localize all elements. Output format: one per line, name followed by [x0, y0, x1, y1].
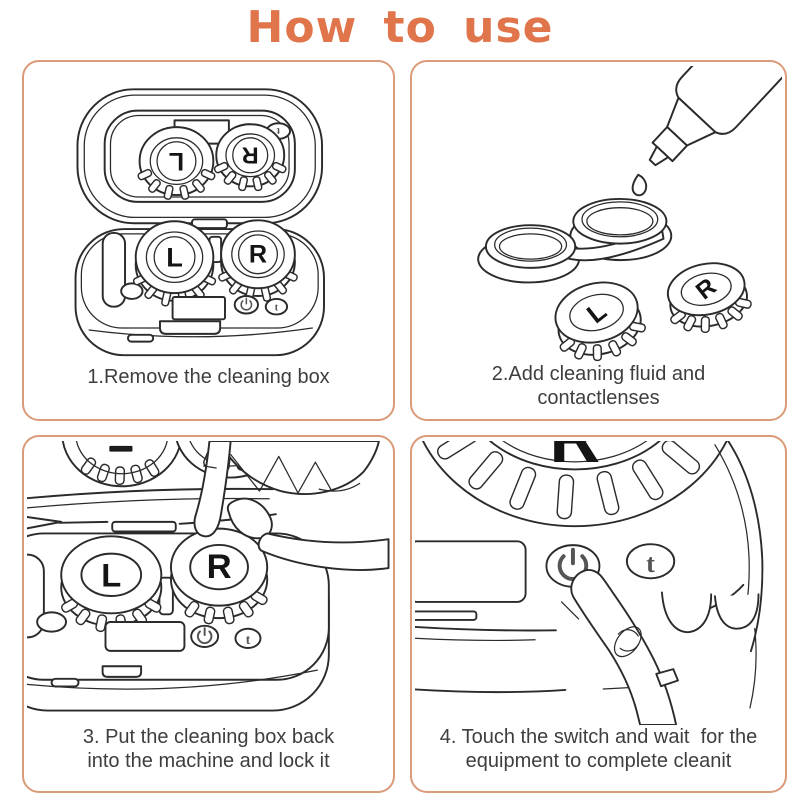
lens-cap-right: R — [666, 262, 752, 334]
front-slot — [126, 333, 155, 343]
pointing-finger — [560, 569, 679, 725]
step-panel-4: R t — [410, 435, 787, 793]
svg-text:t: t — [646, 548, 655, 578]
front-latch — [159, 320, 222, 335]
fluid-drop — [631, 173, 648, 197]
lid-lens-cap-right: R — [213, 123, 287, 192]
svg-text:t: t — [246, 632, 251, 647]
page-title: How to use — [246, 2, 554, 53]
step-1-caption: 1.Remove the cleaning box — [87, 365, 330, 388]
cleaning-box-lid: t L — [76, 88, 324, 225]
svg-text:L: L — [166, 242, 183, 273]
timer-button — [234, 627, 262, 649]
pointing-finger — [193, 441, 232, 538]
svg-text:R: R — [249, 240, 267, 268]
timer-button — [264, 297, 289, 316]
hand — [193, 441, 390, 571]
power-button — [233, 295, 259, 315]
hand — [660, 591, 760, 709]
lens-cap-right: R — [169, 527, 269, 625]
svg-text:L: L — [169, 147, 184, 175]
illustration-touch-switch: R t — [415, 441, 764, 725]
timer-button — [625, 543, 676, 580]
svg-text:t: t — [275, 302, 279, 314]
svg-text:t: t — [276, 125, 280, 137]
hinge — [191, 218, 228, 230]
latch-bar — [101, 231, 127, 308]
illustration-add-fluid: L R — [477, 66, 782, 362]
svg-text:R: R — [242, 142, 259, 168]
step-panel-3: L R — [22, 435, 395, 793]
lens-cap-left: L — [60, 535, 163, 633]
display-screen — [171, 296, 226, 321]
power-button — [190, 624, 220, 648]
cleaning-fluid-bottle — [648, 66, 782, 167]
cleaning-box-base: L R — [74, 219, 325, 357]
step-panel-1: t L — [22, 60, 395, 421]
svg-text:R: R — [207, 548, 232, 586]
machine-base: L R — [27, 527, 330, 712]
lens-cap-left: L — [132, 220, 217, 307]
hinge — [111, 520, 177, 533]
lens-case — [477, 197, 673, 284]
steps-grid: t L — [22, 60, 787, 793]
display-screen — [415, 540, 527, 603]
display-screen — [104, 621, 186, 652]
svg-text:R: R — [550, 441, 601, 477]
illustration-put-box-back: L R — [27, 441, 390, 712]
lens-cap-closeup: R — [421, 441, 728, 528]
thumb — [226, 497, 273, 540]
lid-lens-cap-left: L — [137, 126, 216, 200]
lens-cap-right: R — [218, 219, 298, 302]
fingernail — [655, 668, 679, 688]
lens-cap-left: L — [554, 281, 646, 362]
svg-text:L: L — [101, 556, 121, 593]
illustration-remove-cleaning-box: t L — [74, 88, 325, 357]
hook-hole — [120, 282, 144, 300]
